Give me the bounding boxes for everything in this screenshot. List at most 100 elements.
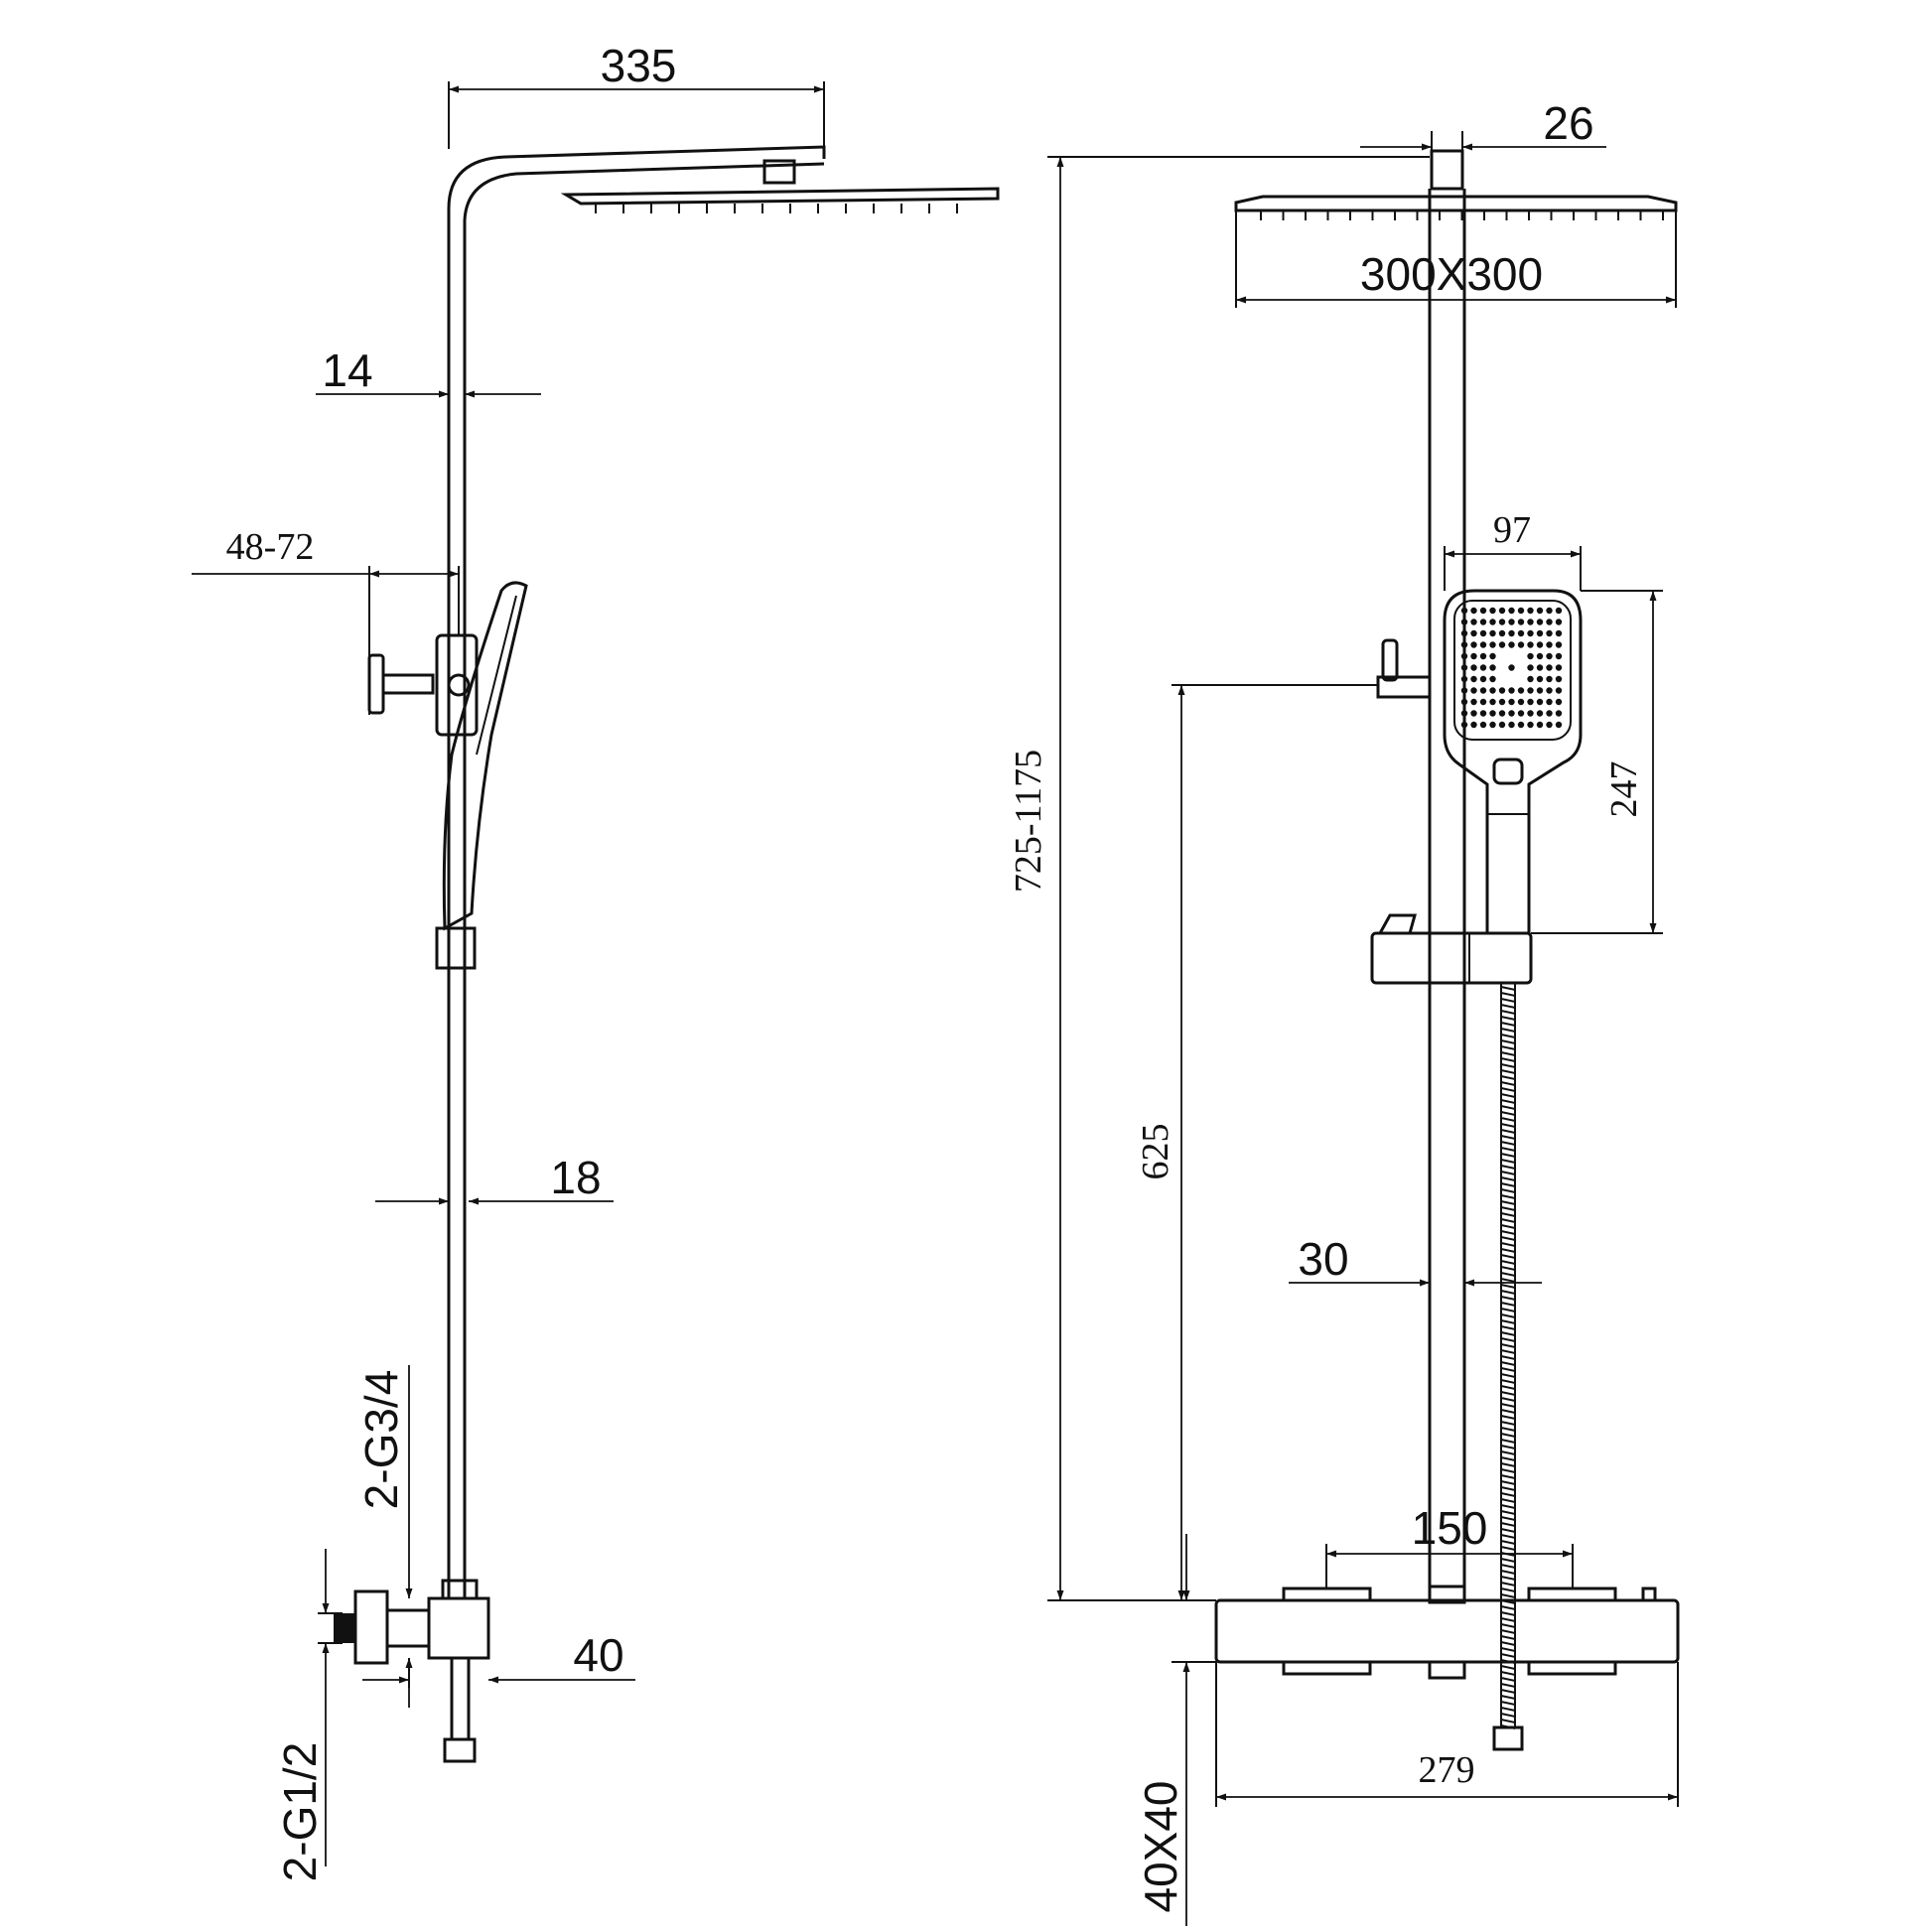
hose-coil — [1500, 1421, 1516, 1426]
hose-coil — [1500, 1212, 1516, 1217]
hose-bottom-side — [450, 1658, 471, 1739]
hose-coil — [1500, 1051, 1516, 1056]
hose-coil — [1500, 1558, 1516, 1563]
hose-coil — [1500, 1522, 1516, 1527]
spray-hole — [1546, 664, 1553, 671]
dim-300x300-label: 300X300 — [1360, 248, 1543, 300]
riser-outer-edge — [447, 145, 826, 1598]
hose-coil — [1500, 1367, 1516, 1372]
front-bracket-arm — [1376, 675, 1432, 699]
hose-coil — [1500, 1337, 1516, 1342]
spray-hole — [1470, 721, 1477, 729]
spray-hole — [1555, 619, 1563, 625]
hose-coil — [1500, 1141, 1516, 1146]
spray-hole — [1489, 687, 1496, 694]
spray-hole — [1498, 619, 1506, 625]
hose-coil — [1500, 1081, 1516, 1086]
spray-hole — [1508, 641, 1515, 648]
spray-hole — [1517, 629, 1525, 637]
spray-hole — [1546, 641, 1553, 648]
hose-coil — [1500, 1272, 1516, 1277]
hose-coil — [1500, 1325, 1516, 1330]
hose-coil — [1500, 1308, 1516, 1312]
hose-coil — [1500, 1004, 1516, 1009]
hose-coil — [1500, 1510, 1516, 1515]
spray-hole — [1489, 675, 1496, 683]
hose-coil — [1500, 1319, 1516, 1324]
spray-hole — [1546, 675, 1553, 683]
spray-hole — [1479, 675, 1487, 683]
hand-shower-spray-holes — [1460, 607, 1563, 729]
hose-sleeve — [435, 926, 477, 970]
hose-coil — [1500, 1373, 1516, 1378]
hose-coil — [1500, 1147, 1516, 1152]
spray-hole — [1498, 698, 1506, 706]
hose-coil — [1500, 1117, 1516, 1122]
hose-end-fitting — [443, 1737, 477, 1763]
hose-coil — [1500, 1713, 1516, 1718]
hose-coil — [1500, 1427, 1516, 1432]
hose-coil — [1500, 1176, 1516, 1181]
dim-18-label: 18 — [550, 1152, 601, 1203]
spray-hole — [1479, 607, 1487, 615]
spray-hole — [1479, 652, 1487, 660]
hose-coil — [1500, 1689, 1516, 1694]
spray-hole — [1546, 721, 1553, 729]
spray-hole — [1489, 641, 1496, 648]
hose-coil — [1500, 1486, 1516, 1491]
spray-hole — [1470, 687, 1477, 694]
front-view: 26 300X300 725-1175 97 247 625 30 1 — [1008, 97, 1680, 1926]
spray-hole — [1508, 607, 1515, 615]
wall-bracket-plate — [367, 653, 385, 715]
spray-hole — [1517, 710, 1525, 717]
spray-hole — [1489, 698, 1496, 706]
hose-coil — [1500, 1385, 1516, 1390]
hose-coil — [1500, 1063, 1516, 1068]
spray-hole — [1555, 629, 1563, 637]
hose-coil — [1500, 1701, 1516, 1706]
hose-coil — [1500, 992, 1516, 997]
hose-coil — [1500, 1129, 1516, 1134]
rain-head-nozzles — [595, 204, 958, 213]
hose-coil — [1500, 1296, 1516, 1301]
spray-hole — [1546, 710, 1553, 717]
hose-coil — [1500, 1218, 1516, 1223]
hose-coil — [1500, 1409, 1516, 1414]
spray-hole — [1460, 641, 1468, 648]
spray-hole — [1508, 710, 1515, 717]
spray-hole — [1555, 675, 1563, 683]
spray-hole — [1498, 641, 1506, 648]
hose-coil — [1500, 1462, 1516, 1467]
dim-247-label: 247 — [1603, 761, 1645, 818]
spray-hole — [1546, 652, 1553, 660]
hose-coil — [1500, 1075, 1516, 1080]
hose-coil — [1500, 1278, 1516, 1283]
hose-coil — [1500, 1564, 1516, 1569]
spray-hole — [1489, 710, 1496, 717]
mixer-body-front — [1214, 1598, 1680, 1664]
hose-coil — [1500, 1623, 1516, 1628]
hose-coil — [1500, 1254, 1516, 1259]
hose-coil — [1500, 1361, 1516, 1366]
spray-hole — [1536, 619, 1544, 625]
hose-coil — [1500, 1230, 1516, 1235]
spray-hole — [1546, 607, 1553, 615]
hose-coil — [1500, 1224, 1516, 1229]
hose-coil — [1500, 1331, 1516, 1336]
dim-2-g1-2-label: 2-G1/2 — [274, 1742, 326, 1882]
hose-coil — [1500, 1403, 1516, 1408]
spray-hole — [1498, 607, 1506, 615]
hose-coil — [1500, 1695, 1516, 1700]
spray-hole — [1498, 687, 1506, 694]
spray-hole — [1527, 687, 1534, 694]
wall-bracket-arm — [381, 673, 435, 695]
mixer-outlet-nut — [1428, 1660, 1466, 1680]
spray-hole — [1470, 698, 1477, 706]
hose-coil — [1500, 1379, 1516, 1384]
spray-hole — [1527, 607, 1534, 615]
hose-coil — [1500, 998, 1516, 1003]
hose-coil — [1500, 1504, 1516, 1509]
hose-coil — [1500, 1099, 1516, 1104]
hose-coil — [1500, 1153, 1516, 1158]
hose-coil — [1500, 1123, 1516, 1128]
